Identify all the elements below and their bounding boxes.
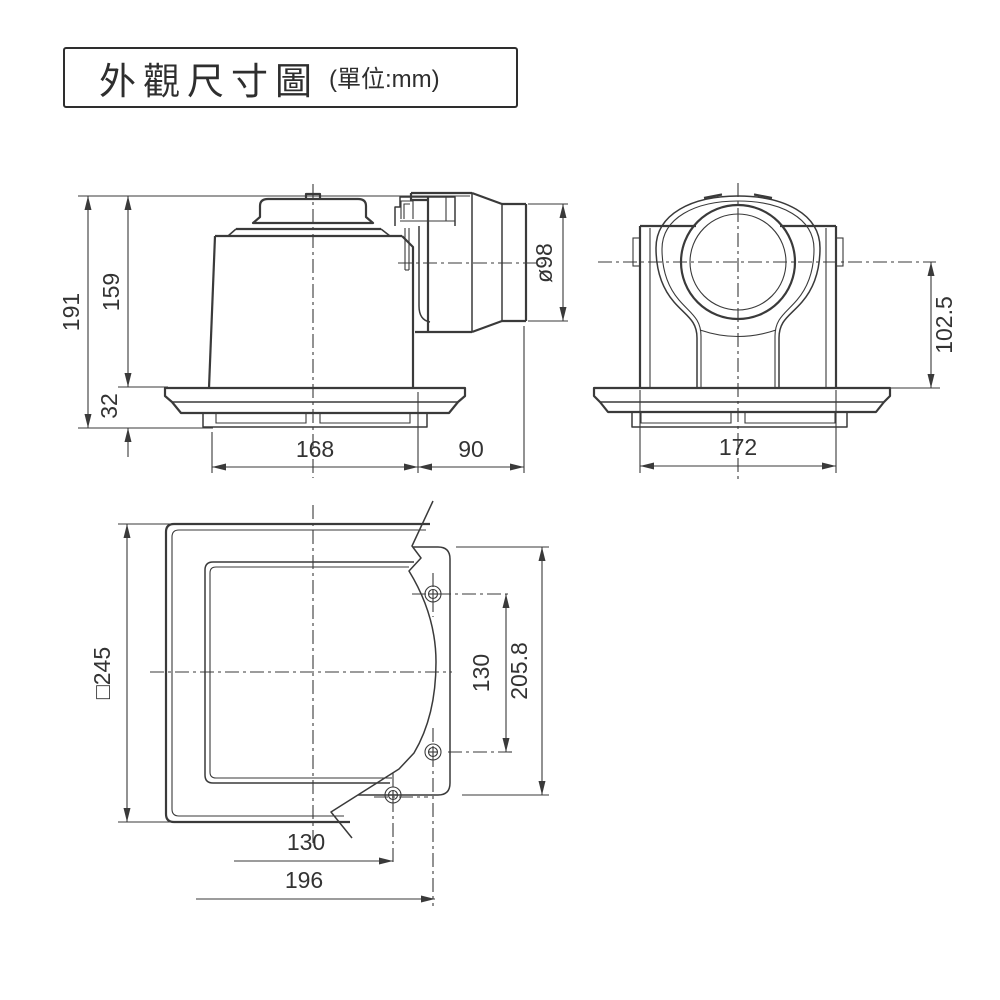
page-title: 外觀尺寸圖 — [99, 60, 319, 102]
title-block: 外觀尺寸圖 (單位:mm) — [63, 47, 518, 108]
dim-body-width: 168 — [296, 436, 334, 462]
dim-body-height: 159 — [98, 273, 124, 311]
dim-flange-height: 32 — [96, 393, 122, 419]
dim-duct-length: 90 — [458, 436, 484, 462]
dim-hole-pitch-horizontal: 130 — [287, 829, 325, 855]
front-view-drawing: 172 102.5 — [592, 183, 957, 482]
unit-note: (單位:mm) — [329, 66, 440, 93]
dim-mount-width: 196 — [285, 867, 323, 893]
dim-panel-size: □245 — [89, 647, 115, 699]
dim-hole-pitch-vertical: 130 — [468, 654, 494, 692]
dim-total-height: 191 — [58, 293, 84, 331]
dim-front-width: 172 — [719, 434, 757, 460]
bottom-view-drawing: □245 130 205.8 130 196 — [89, 500, 549, 906]
dim-mount-plate-length: 205.8 — [506, 642, 532, 700]
dim-duct-diameter: ø98 — [531, 243, 557, 283]
dim-center-to-flange: 102.5 — [931, 296, 957, 354]
side-view-drawing: 191 159 32 168 90 ø98 — [58, 184, 568, 478]
